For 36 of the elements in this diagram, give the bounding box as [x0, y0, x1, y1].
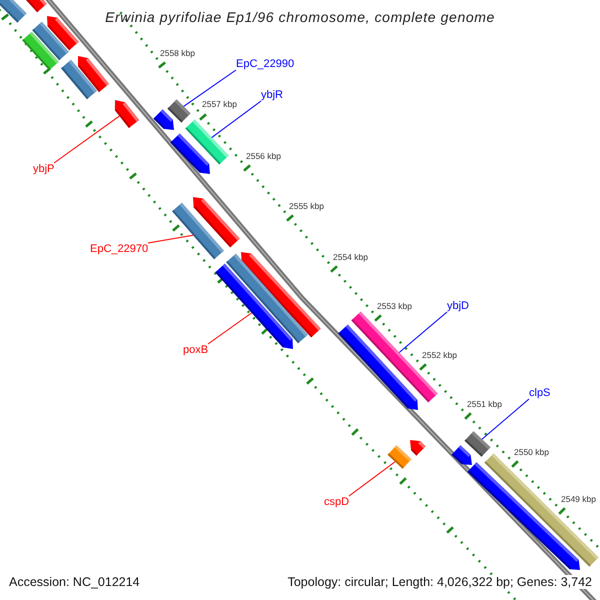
- leader-line: [208, 312, 252, 344]
- tick-label: 2558 kbp: [160, 48, 195, 58]
- footer-text: Topology: circular; Length: 4,026,322 bp; Genes: 3,742: [288, 575, 592, 589]
- leader-line: [211, 100, 262, 138]
- tick-label: 2553 kbp: [377, 301, 412, 311]
- leader-line: [348, 461, 396, 496]
- tick-label: 2557 kbp: [202, 99, 237, 109]
- gene-block: [388, 445, 412, 469]
- gene-label: clpS: [529, 387, 550, 399]
- leader-line: [398, 312, 448, 354]
- leader-line: [148, 234, 194, 244]
- gene-label: ybjD: [447, 300, 470, 312]
- gene-block: [167, 99, 191, 123]
- gene-label: ybjP: [33, 163, 54, 175]
- gene-label: poxB: [183, 344, 208, 356]
- tick-label: 2551 kbp: [467, 399, 502, 409]
- gene-label: EpC_22970: [90, 243, 148, 255]
- footer-text: Accession: NC_012214: [9, 575, 140, 589]
- gene-block: [464, 431, 490, 457]
- leader-line: [54, 116, 120, 164]
- title: Erwinia pyrifoliae Ep1/96 chromosome, complete genome: [105, 9, 495, 25]
- gene-label: EpC_22990: [236, 58, 294, 70]
- leader-line: [481, 398, 530, 440]
- gene-feature: [114, 100, 140, 128]
- gene-label: cspD: [324, 496, 350, 508]
- gene-feature: [215, 264, 293, 349]
- tick-label: 2550 kbp: [514, 447, 549, 457]
- tick-label: 2549 kbp: [561, 494, 596, 504]
- leader-line: [183, 70, 236, 107]
- tick-label: 2556 kbp: [246, 151, 281, 161]
- tick-label: 2554 kbp: [333, 252, 368, 262]
- gene-block: [185, 120, 229, 164]
- gene-label: ybjR: [261, 89, 284, 101]
- tick-label: 2555 kbp: [289, 201, 324, 211]
- tick-label: 2552 kbp: [422, 350, 457, 360]
- gene-block: [172, 202, 224, 260]
